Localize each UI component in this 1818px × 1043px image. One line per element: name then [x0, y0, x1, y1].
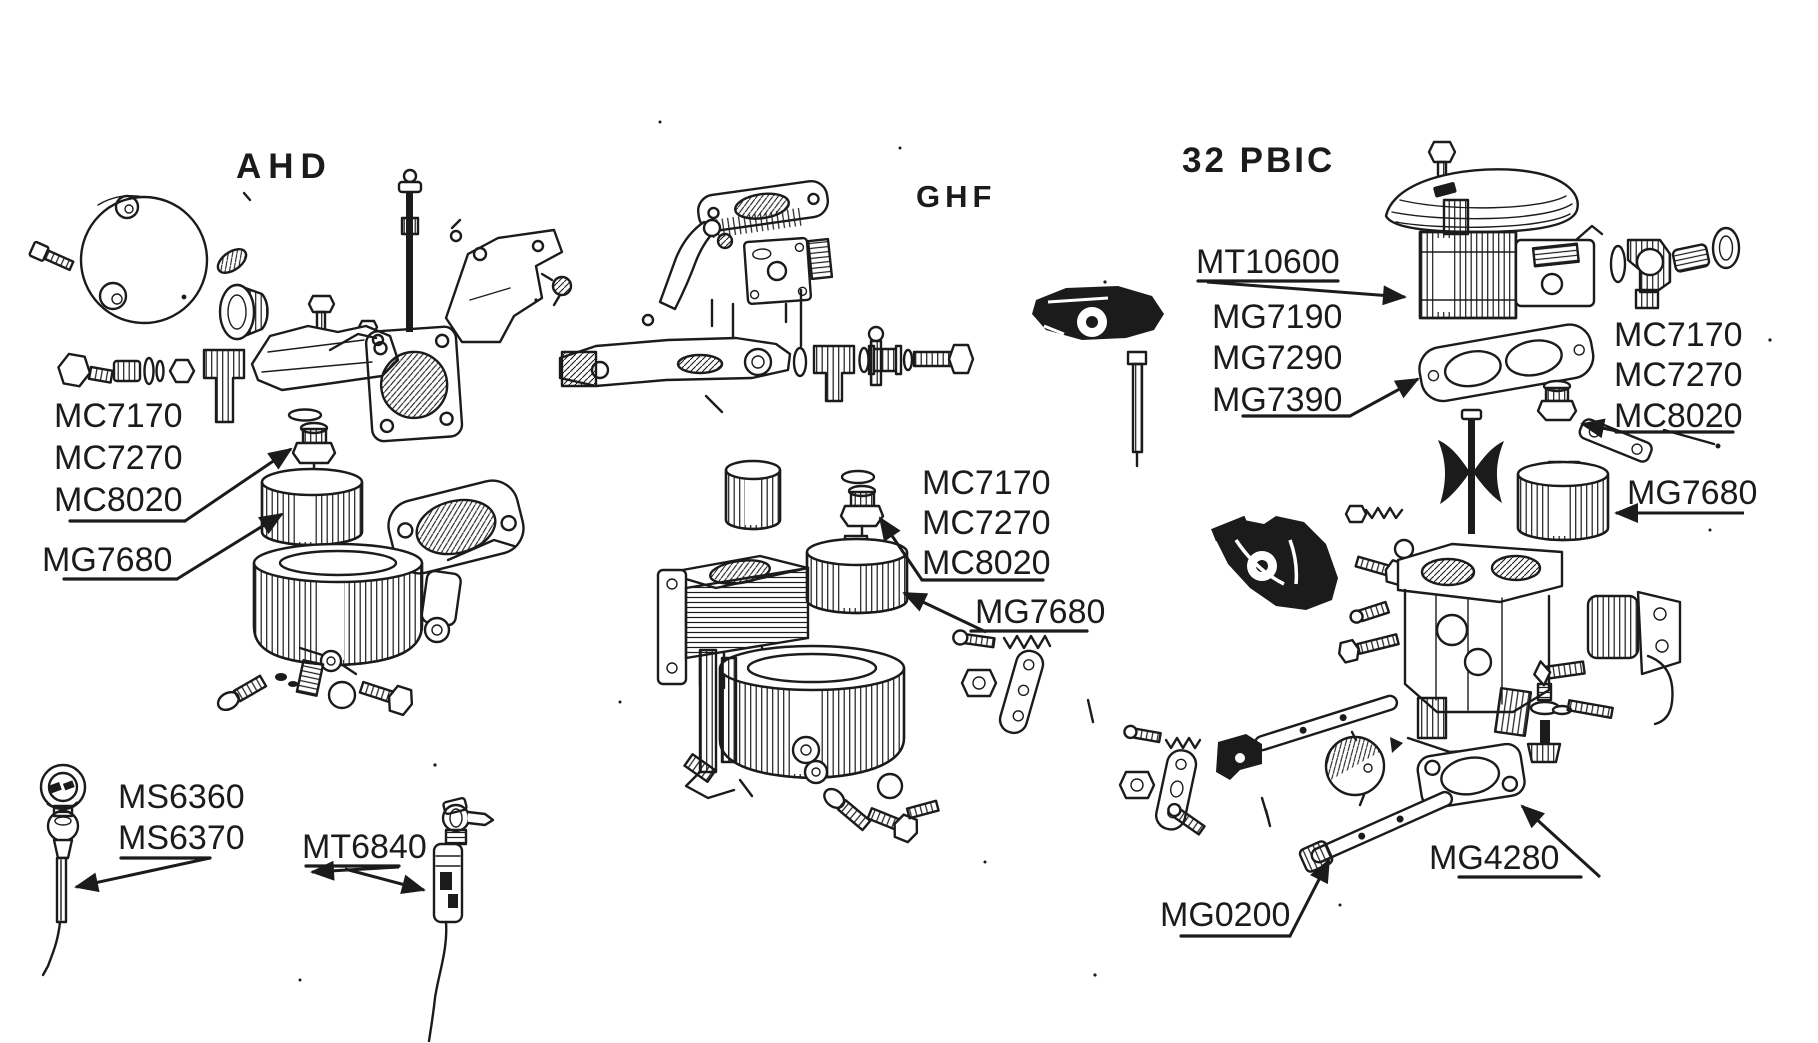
part-label-pbic-mt10600: MT10600 — [1196, 243, 1340, 281]
part-label-pbic-mg7290: MG7290 — [1212, 339, 1343, 377]
ahd-assembly-drawing — [28, 168, 564, 717]
part-label-pbic-mg0200: MG0200 — [1160, 896, 1291, 934]
part-label-ahd-mc8020: MC8020 — [54, 481, 183, 519]
part-label-pbic-mg7680: MG7680 — [1627, 474, 1758, 512]
section-title-ahd: AHD — [236, 147, 333, 186]
pbic-assembly-drawing — [952, 140, 1741, 873]
part-label-pbic-mc7270: MC7270 — [1614, 356, 1743, 394]
section-title-32pbic: 32 PBIC — [1182, 141, 1336, 180]
part-label-mt6840: MT6840 — [302, 828, 427, 866]
part-label-ghf-mg7680: MG7680 — [975, 593, 1106, 631]
part-label-pbic-mc7170: MC7170 — [1614, 316, 1743, 354]
scan-specks — [298, 120, 1772, 982]
part-label-ms6360: MS6360 — [118, 778, 245, 816]
callout-arrows — [74, 280, 1744, 937]
part-label-ahd-mc7170: MC7170 — [54, 397, 183, 435]
part-label-ahd-mg7680: MG7680 — [42, 541, 173, 579]
part-label-ghf-mc8020: MC8020 — [922, 544, 1051, 582]
part-label-pbic-mg7190: MG7190 — [1212, 298, 1343, 336]
choke-cable-drawings — [39, 763, 495, 1043]
part-label-ms6370: MS6370 — [118, 819, 245, 857]
ghf-assembly-drawing — [540, 179, 1164, 844]
section-title-ghf: GHF — [916, 179, 997, 214]
part-label-ghf-mc7170: MC7170 — [922, 464, 1051, 502]
part-label-ghf-mc7270: MC7270 — [922, 504, 1051, 542]
part-label-ahd-mc7270: MC7270 — [54, 439, 183, 477]
part-label-pbic-mg4280: MG4280 — [1429, 839, 1560, 877]
part-label-pbic-mg7390: MG7390 — [1212, 381, 1343, 419]
part-label-pbic-mc8020: MC8020 — [1614, 397, 1743, 435]
